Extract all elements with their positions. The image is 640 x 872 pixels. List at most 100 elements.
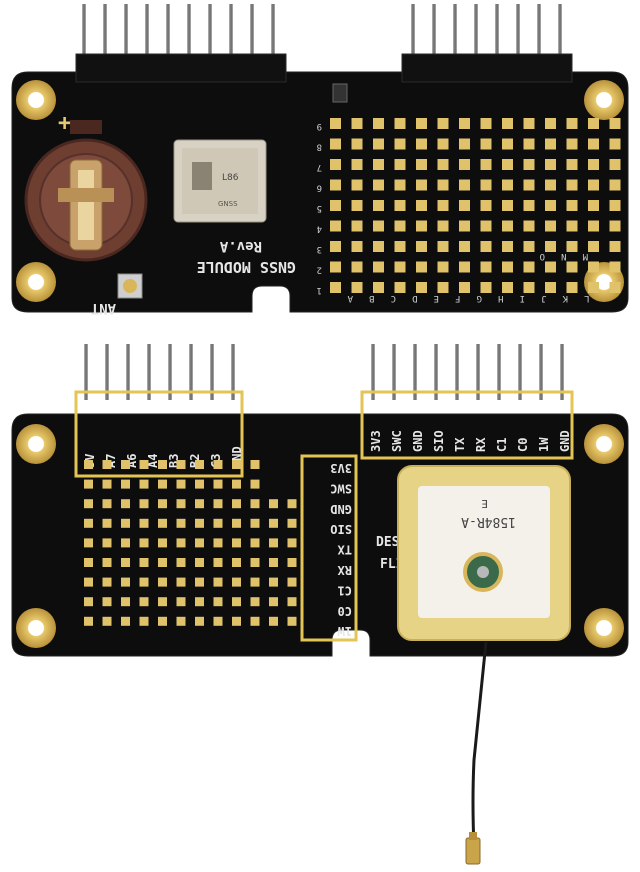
side-label: RX <box>337 563 352 577</box>
solder-pad <box>330 138 341 150</box>
solder-pad <box>502 118 513 129</box>
solder-pad <box>523 282 535 293</box>
solder-pad <box>523 138 535 150</box>
solder-pad <box>480 138 492 150</box>
header-pin <box>476 344 480 400</box>
solder-pad <box>139 577 149 587</box>
solder-pad <box>588 282 599 293</box>
solder-pad <box>480 118 492 129</box>
solder-pad <box>437 261 449 273</box>
solder-pad <box>394 179 406 191</box>
solder-pad <box>459 200 470 211</box>
header-pin <box>187 4 191 60</box>
header-pin <box>432 4 436 60</box>
top-pad-grid <box>330 118 621 293</box>
solder-pad <box>502 200 513 211</box>
solder-pad <box>330 200 341 211</box>
solder-pad <box>84 479 93 489</box>
header-label: C0 <box>516 438 530 452</box>
solder-pad <box>158 518 167 528</box>
solder-pad <box>416 261 427 273</box>
solder-pad <box>269 499 278 509</box>
solder-pad <box>158 499 167 509</box>
solder-pad <box>84 460 93 469</box>
bottom-right-header-pins <box>371 344 564 400</box>
header-pin <box>453 4 457 60</box>
header-pin <box>497 344 501 400</box>
solder-pad <box>394 282 406 293</box>
solder-pad <box>459 241 470 252</box>
solder-pad <box>232 538 241 548</box>
solder-pad <box>459 261 470 273</box>
solder-pad <box>176 538 186 548</box>
solder-pad <box>373 241 384 252</box>
solder-pad <box>213 577 223 587</box>
solder-pad <box>566 179 578 191</box>
solder-pad <box>416 159 427 170</box>
solder-pad <box>523 241 535 252</box>
header-pin <box>434 344 438 400</box>
solder-pad <box>158 479 167 489</box>
solder-pad <box>287 558 297 567</box>
solder-pad <box>330 118 341 129</box>
solder-pad <box>269 616 278 626</box>
solder-pad <box>459 282 470 293</box>
solder-pad <box>351 241 363 252</box>
solder-pad <box>269 577 278 587</box>
solder-pad <box>84 577 93 587</box>
solder-pad <box>545 159 556 170</box>
antenna-text: 1584R-A <box>461 514 516 529</box>
solder-pad <box>232 518 241 528</box>
solder-pad <box>351 282 363 293</box>
solder-pad <box>416 138 427 150</box>
row-number: 9 <box>317 121 322 131</box>
solder-pad <box>176 518 186 528</box>
header-pin <box>189 344 193 400</box>
solder-pad <box>437 200 449 211</box>
solder-pad <box>480 200 492 211</box>
header-pin <box>413 344 417 400</box>
solder-pad <box>330 241 341 252</box>
right-letter: O <box>540 251 545 261</box>
top-right-header <box>411 4 562 60</box>
solder-pad <box>459 138 470 150</box>
row-number: 2 <box>317 265 322 275</box>
header-pin <box>371 344 375 400</box>
solder-pad <box>121 538 130 548</box>
solder-pad <box>351 220 363 232</box>
solder-pad <box>566 261 578 273</box>
header-pin <box>516 4 520 60</box>
solder-pad <box>232 499 241 509</box>
solder-pad <box>588 138 599 150</box>
solder-pad <box>139 597 149 607</box>
solder-pad <box>502 220 513 232</box>
solder-pad <box>373 118 384 129</box>
solder-pad <box>523 159 535 170</box>
solder-pad <box>480 179 492 191</box>
solder-pad <box>287 538 297 548</box>
header-pin <box>250 4 254 60</box>
solder-pad <box>523 179 535 191</box>
column-letter: H <box>498 293 503 303</box>
gnss-chip: L86 GNSS <box>173 139 267 223</box>
solder-pad <box>437 159 449 170</box>
solder-pad <box>250 499 260 509</box>
bottom-left-header-pins <box>84 344 235 400</box>
solder-pad <box>232 479 241 489</box>
side-label-frame <box>300 454 358 642</box>
header-label: SIO <box>432 430 446 452</box>
top-right-header-block <box>401 53 573 83</box>
header-label: 1W <box>537 437 551 452</box>
solder-pad <box>437 138 449 150</box>
header-label: C1 <box>495 438 509 452</box>
solder-pad <box>102 499 112 509</box>
edge-text: DES <box>376 535 400 550</box>
solder-pad <box>609 241 621 252</box>
solder-pad <box>459 159 470 170</box>
solder-pad <box>176 499 186 509</box>
mount-hole <box>584 80 624 120</box>
solder-pad <box>102 558 112 567</box>
mount-hole <box>16 80 56 120</box>
right-header-frame <box>360 390 574 460</box>
